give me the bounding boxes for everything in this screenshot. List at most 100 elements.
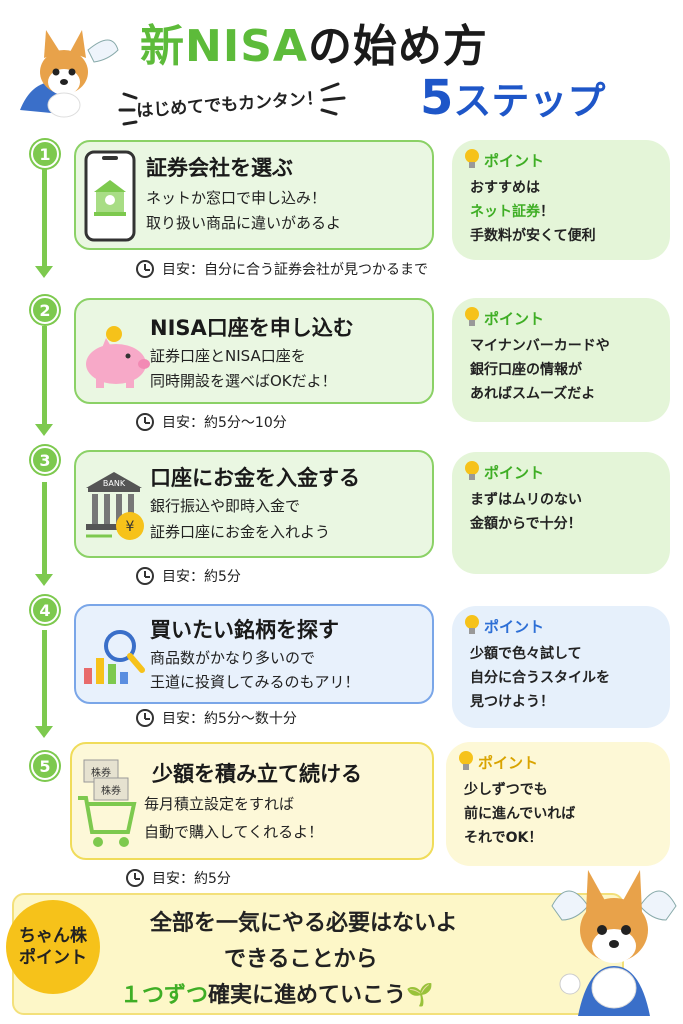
step-desc-line-2: 同時開設を選べばOKだよ！ [150, 372, 337, 390]
yen-symbol: ¥ [126, 519, 135, 535]
chart-search-icon [84, 630, 145, 684]
lightbulb-icon [465, 461, 479, 480]
summary-line-3: １つずつ確実に進めていこう🌱 [120, 977, 433, 1009]
step-title: 証券会社を選ぶ [146, 156, 293, 180]
hint-text: はじめてでもカンタン！ [135, 88, 324, 122]
lightbulb-icon [465, 307, 479, 326]
eta-text: 目安：約5分 [152, 871, 231, 887]
chankabu-point-badge: ちゃん株 ポイント [6, 900, 100, 994]
clock-icon [136, 413, 154, 431]
step-desc-line-1: 商品数がかなり多いので [150, 649, 316, 667]
step-card-2: NISA口座を申し込む 証券口座とNISA口座を 同時開設を選べばOKだよ！ [74, 298, 434, 404]
point-line-2: 金額からで十分！ [470, 516, 582, 532]
point-box-3: ポイント まずはムリのない 金額からで十分！ [452, 452, 670, 574]
clock-icon [136, 709, 154, 727]
corgi-mascot-bottom [551, 870, 677, 1016]
piggy-bank-icon [86, 326, 150, 388]
point-line-1: 少しずつでも [464, 782, 548, 798]
step-desc-line-2: 証券口座にお金を入れよう [150, 523, 331, 541]
flow-arrow-4 [35, 726, 53, 738]
step-number: 4 [31, 596, 59, 624]
point-line-1: おすすめは [470, 180, 540, 196]
corgi-mascot-top [20, 30, 119, 118]
lightbulb-icon [459, 751, 473, 770]
clock-icon [126, 869, 144, 887]
title-prefix: 新 [140, 21, 185, 72]
emphasis-lines-left-icon [118, 92, 138, 126]
flow-line-4 [42, 630, 47, 728]
summary-highlight: １つずつ [120, 983, 209, 1008]
emphasis-lines-icon [320, 82, 346, 116]
step-desc-line-2: 取り扱い商品に違いがあるよ [146, 214, 342, 232]
point-line-3: 手数料が安くて便利 [470, 228, 596, 244]
flow-arrow-3 [35, 574, 53, 586]
step-card-1: 証券会社を選ぶ ネットか窓口で申し込み！ 取り扱い商品に違いがあるよ [74, 140, 434, 250]
eta-text: 目安：約5分 [162, 569, 241, 585]
step-eta: 目安：約5分 [136, 566, 241, 586]
subtitle-number: 5 [420, 70, 454, 126]
summary-line-1: 全部を一気にやる必要はないよ [150, 911, 458, 936]
eta-text: 目安：約5分〜数十分 [162, 711, 297, 727]
point-body: 少しずつでも 前に進んでいれば それでOK！ [464, 778, 575, 850]
step-card-5: 株券 株券 少額を積み立て続ける 毎月積立設定をすれば 自動で購入してくれるよ！ [70, 742, 434, 860]
flow-arrow-2 [35, 424, 53, 436]
point-body: 少額で色々試して 自分に合うスタイルを 見つけよう！ [470, 642, 610, 714]
point-label: ポイント [484, 310, 545, 328]
ticket-label-1: 株券 [91, 766, 111, 779]
point-highlight-suffix: ！ [540, 204, 554, 220]
point-line-1: マイナンバーカードや [470, 338, 610, 354]
page-title: 新NISAの始め方 [140, 10, 488, 74]
point-line-2: 前に進んでいれば [464, 806, 576, 822]
point-highlight: ネット証券 [470, 204, 540, 220]
flow-line-2 [42, 326, 47, 426]
point-label: ポイント [484, 152, 545, 170]
step-number: 2 [31, 296, 59, 324]
step-desc-line-1: 証券口座とNISA口座を [150, 347, 306, 365]
subtitle-text: ステップ [453, 79, 606, 123]
step-card-4: 買いたい銘柄を探す 商品数がかなり多いので 王道に投資してみるのもアリ！ [74, 604, 434, 704]
title-nisa: NISA [185, 21, 308, 72]
step-number: 3 [31, 446, 59, 474]
step-eta: 目安：約5分〜10分 [136, 412, 287, 432]
badge-line-2: ポイント [19, 948, 87, 968]
summary-box: 全部を一気にやる必要はないよ できることから １つずつ確実に進めていこう🌱 [12, 893, 624, 1015]
point-line-2: ネット証券！ [470, 200, 596, 224]
eta-text: 目安：約5分〜10分 [162, 415, 287, 431]
bank-label: BANK [103, 479, 126, 488]
clock-icon [136, 567, 154, 585]
step-title: 買いたい銘柄を探す [150, 618, 339, 642]
point-line-3: あればスムーズだよ [470, 386, 596, 402]
flow-line-3 [42, 482, 47, 576]
step-number: 1 [31, 140, 59, 168]
smartphone-icon [84, 150, 136, 242]
step-card-3: BANK ¥ 口座にお金を入金する 銀行振込や即時入金で 証券口座にお金を入れよ… [74, 450, 434, 558]
point-line-1: まずはムリのない [470, 492, 582, 508]
step-desc-line-1: ネットか窓口で申し込み！ [146, 189, 327, 207]
point-body: おすすめは ネット証券！ 手数料が安くて便利 [470, 176, 596, 248]
step-desc-line-2: 王道に投資してみるのもアリ！ [150, 673, 360, 691]
step-desc-line-1: 銀行振込や即時入金で [150, 497, 301, 515]
point-line-3: 見つけよう！ [470, 694, 554, 710]
summary-line-2: できることから [224, 947, 378, 972]
step-title: 少額を積み立て続ける [152, 762, 362, 786]
point-body: マイナンバーカードや 銀行口座の情報が あればスムーズだよ [470, 334, 610, 406]
eta-text: 目安：自分に合う証券会社が見つかるまで [162, 262, 428, 278]
step-title: 口座にお金を入金する [150, 466, 360, 490]
lightbulb-icon [465, 615, 479, 634]
step-eta: 目安：約5分〜数十分 [136, 708, 297, 728]
sprout-icon: 🌱 [406, 983, 434, 1008]
step-desc-line-1: 毎月積立設定をすれば [144, 795, 295, 813]
point-label: ポイント [484, 618, 545, 636]
point-box-5: ポイント 少しずつでも 前に進んでいれば それでOK！ [446, 742, 670, 866]
flow-line-1 [42, 168, 47, 268]
point-box-2: ポイント マイナンバーカードや 銀行口座の情報が あればスムーズだよ [452, 298, 670, 422]
badge-line-1: ちゃん株 [19, 926, 87, 946]
bank-icon: BANK ¥ [86, 472, 144, 540]
summary-rest: 確実に進めていこう [208, 983, 407, 1008]
point-label: ポイント [484, 464, 545, 482]
step-title: NISA口座を申し込む [150, 316, 354, 340]
page-subtitle: 5ステップ [420, 70, 605, 126]
title-suffix: の始め方 [307, 21, 488, 72]
clock-icon [136, 260, 154, 278]
ticket-label-2: 株券 [101, 784, 121, 797]
